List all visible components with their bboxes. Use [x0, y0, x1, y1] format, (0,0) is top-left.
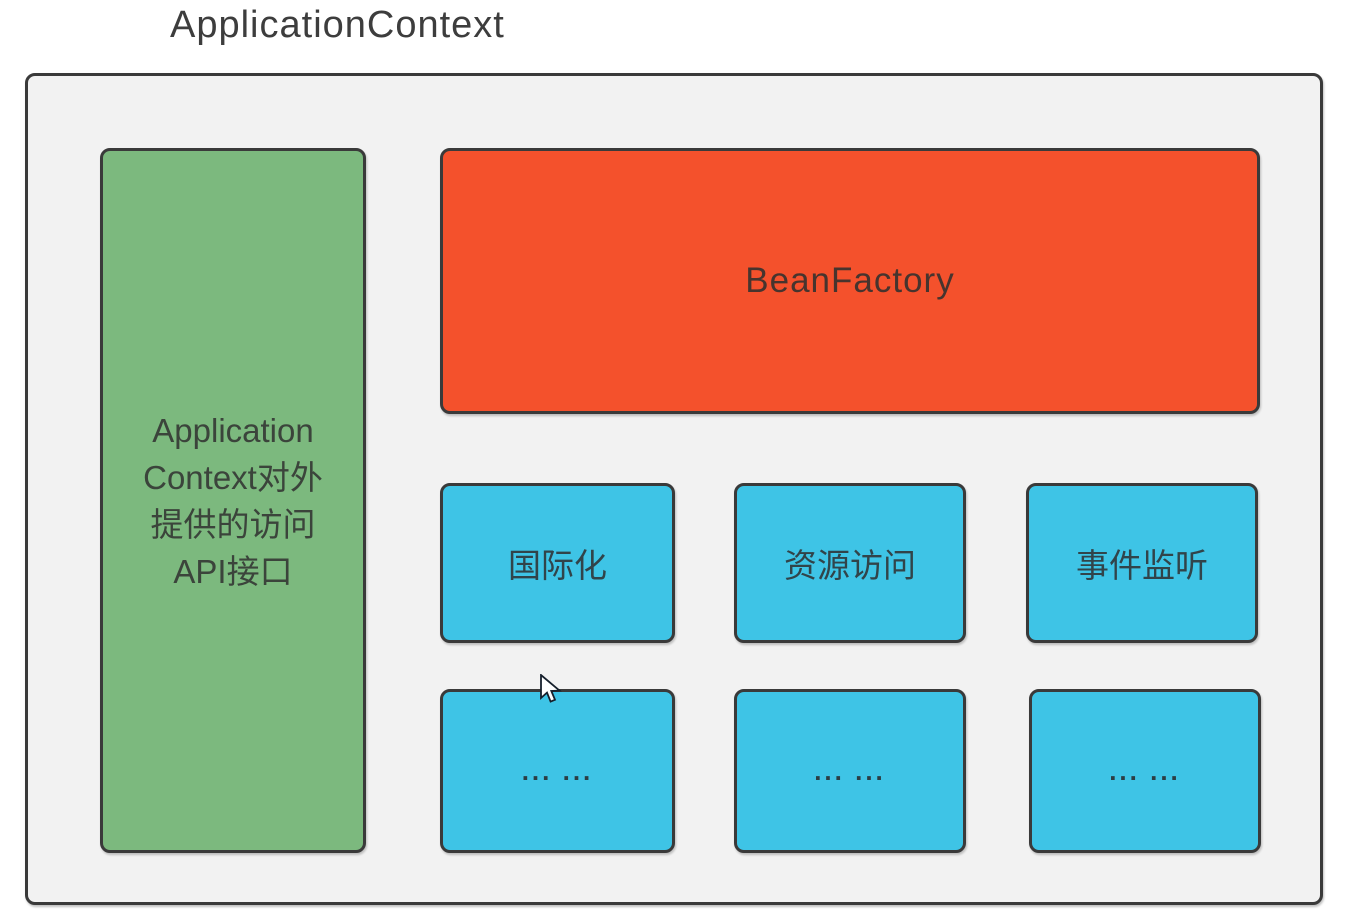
feature-box-internationalization: 国际化	[440, 483, 675, 643]
bean-factory-box: BeanFactory	[440, 148, 1260, 414]
placeholder-label-2: ... ...	[814, 755, 886, 786]
placeholder-box-1: ... ...	[440, 689, 675, 853]
placeholder-label-3: ... ...	[1109, 755, 1181, 786]
feature-box-event-listening: 事件监听	[1026, 483, 1258, 643]
placeholder-label-1: ... ...	[521, 755, 594, 786]
placeholder-box-2: ... ...	[734, 689, 966, 853]
diagram-title: ApplicationContext	[170, 4, 505, 46]
feature-label-internationalization: 国际化	[508, 547, 607, 584]
api-access-label: Application Context对外 提供的访问 API接口	[143, 411, 323, 590]
application-context-container: Application Context对外 提供的访问 API接口 BeanFa…	[25, 73, 1323, 905]
placeholder-box-3: ... ...	[1029, 689, 1261, 853]
bean-factory-label: BeanFactory	[745, 261, 955, 300]
api-access-box: Application Context对外 提供的访问 API接口	[100, 148, 366, 853]
feature-label-resource-access: 资源访问	[784, 547, 916, 584]
feature-box-resource-access: 资源访问	[734, 483, 966, 643]
feature-label-event-listening: 事件监听	[1076, 547, 1208, 584]
